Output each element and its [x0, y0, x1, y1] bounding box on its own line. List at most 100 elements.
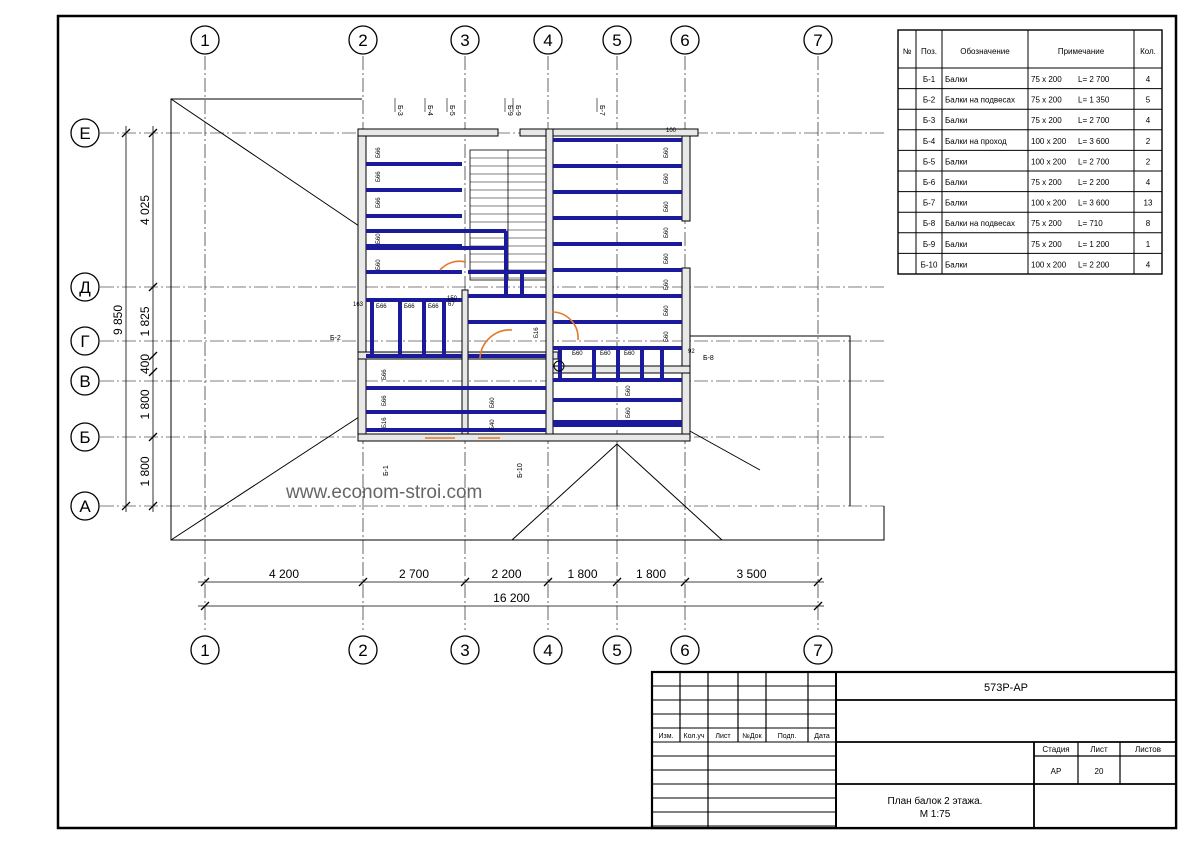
beam-code: Б60: [624, 351, 635, 357]
column-axis-label: 3: [460, 31, 469, 50]
dim-tick: [121, 128, 131, 138]
dim-left-total-label: 9 850: [111, 305, 125, 335]
column-axis-label: 1: [200, 31, 209, 50]
dim-span-label: 2 200: [491, 567, 521, 581]
beam-tag-top: Б-3: [396, 105, 403, 116]
beam-code: Б66: [376, 147, 382, 158]
beam-code: Б66: [376, 171, 382, 182]
title-column-label: Дата: [814, 733, 830, 740]
beam: [468, 320, 546, 324]
dim-left-span-label: 4 025: [138, 195, 152, 225]
column-axis-bubble: [533, 635, 563, 665]
dim-span-label: 3 500: [736, 567, 766, 581]
beam: [553, 164, 682, 168]
beam-code: Б66: [404, 304, 415, 310]
spec-cell-name: Балки: [945, 116, 967, 125]
row-axis-label: Е: [79, 124, 90, 143]
beam: [504, 231, 508, 296]
beam: [370, 300, 374, 356]
beam: [553, 423, 682, 427]
door-swings: [425, 260, 579, 439]
spec-cell-name: Балки: [945, 240, 967, 249]
dim-tick: [813, 577, 823, 587]
beam: [553, 242, 682, 246]
column-axis-label: 2: [358, 31, 367, 50]
beam-code: Б60: [664, 279, 670, 290]
column-axis-bubble: [348, 25, 378, 55]
beam: [398, 300, 402, 356]
floor-beams: [366, 138, 682, 432]
spec-cell-pos: Б-7: [923, 199, 936, 208]
column-axis-bubble: [450, 25, 480, 55]
beam-code: Б60: [376, 233, 382, 244]
beam-code: Б60: [664, 201, 670, 212]
dim-tick: [200, 577, 210, 587]
beam-tag-top: Б-5: [448, 105, 455, 116]
spec-cell-qty: 4: [1146, 260, 1151, 269]
beam-tag-b2: Б-2: [330, 335, 341, 342]
dim-tick: [148, 282, 158, 292]
walls: [357, 128, 699, 442]
beam: [422, 300, 426, 356]
row-axis-bubble: [70, 326, 100, 356]
beam: [366, 246, 506, 250]
sheets-label: Листов: [1135, 745, 1161, 754]
spec-cell-length: L= 2 700: [1078, 116, 1110, 125]
beam: [558, 348, 562, 380]
dim-left-span-label: 400: [138, 354, 152, 374]
dim-span-label: 4 200: [269, 567, 299, 581]
spec-cell-name: Балки на подвесах: [945, 96, 1015, 105]
column-axis-bubble: [190, 25, 220, 55]
spec-cell-qty: 4: [1146, 116, 1151, 125]
beam-code: Б60: [664, 227, 670, 238]
column-axis-label: 1: [200, 641, 209, 660]
dim-tick: [148, 367, 158, 377]
spec-cell-qty: 4: [1146, 178, 1151, 187]
beam: [366, 229, 506, 233]
spec-cell-name: Балки: [945, 157, 967, 166]
beam: [553, 420, 682, 424]
column-axis-label: 3: [460, 641, 469, 660]
spec-cell-length: L= 710: [1078, 219, 1103, 228]
spec-cell-pos: Б-10: [921, 260, 938, 269]
column-axis-label: 6: [680, 641, 689, 660]
spec-cell-pos: Б-6: [923, 178, 936, 187]
spec-cell-name: Балки: [945, 178, 967, 187]
spec-cell-qty: 2: [1146, 157, 1151, 166]
beam: [366, 298, 462, 302]
drawing-title: План балок 2 этажа.: [888, 795, 983, 807]
column-axis-bubble: [533, 25, 563, 55]
column-axis-label: 4: [543, 641, 552, 660]
spec-header-cell: №: [903, 47, 912, 56]
spec-cell-pos: Б-5: [923, 157, 936, 166]
spec-header-cell: Примечание: [1058, 47, 1105, 56]
axis-grid: [100, 56, 884, 630]
beam-tag-b8: Б-8: [703, 355, 714, 362]
spec-cell-name: Балки: [945, 260, 967, 269]
row-axis-label: Д: [79, 278, 91, 297]
beam: [616, 348, 620, 380]
column-axis-bubble: [450, 635, 480, 665]
spec-cell-section: 75 x 200: [1031, 116, 1062, 125]
beam-tag-top: Б-7: [598, 105, 605, 116]
dim-span-label: 1 800: [567, 567, 597, 581]
dim-tick: [612, 577, 622, 587]
dim-tick: [148, 351, 158, 361]
row-axis-bubble: [70, 118, 100, 148]
beam-code: Б66: [376, 197, 382, 208]
spec-cell-pos: Б-2: [923, 96, 936, 105]
spec-cell-section: 75 x 200: [1031, 75, 1062, 84]
dim-tick: [460, 577, 470, 587]
spec-cell-qty: 1: [1146, 240, 1151, 249]
spec-header-cell: Обозначение: [960, 47, 1010, 56]
dim-tick: [200, 601, 210, 611]
spec-cell-qty: 8: [1146, 219, 1151, 228]
column-axis-label: 4: [543, 31, 552, 50]
beam: [366, 410, 546, 414]
watermark: www.econom-stroi.com: [285, 482, 482, 503]
spec-cell-section: 75 x 200: [1031, 178, 1062, 187]
